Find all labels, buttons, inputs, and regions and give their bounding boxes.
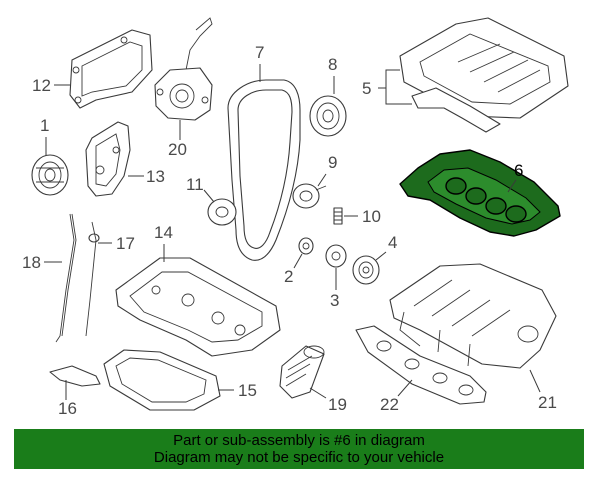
callout-17: 17 (98, 234, 135, 253)
callout-11-label: 11 (186, 175, 204, 194)
callout-19: 19 (309, 387, 347, 414)
crank-sprocket-part (31, 154, 69, 196)
callout-3-label: 3 (330, 291, 339, 310)
engine-parts-diagram: 12 20 1 13 7 (22, 17, 569, 418)
callout-2: 2 (284, 253, 303, 286)
callout-22: 22 (380, 379, 413, 414)
oil-pump-part (154, 17, 213, 121)
oil-pan-upper-part (115, 257, 281, 357)
part-notice-banner: Part or sub-assembly is #6 in diagram Di… (14, 429, 584, 469)
callout-15: 15 (218, 381, 257, 400)
callout-20: 20 (168, 120, 187, 159)
callout-13-label: 13 (146, 167, 165, 186)
timing-belt-part (227, 79, 301, 261)
intake-manifold-part (389, 263, 557, 369)
callout-16-label: 16 (58, 399, 77, 418)
idler-pulley-part (207, 198, 237, 226)
dipstick-tube-part (55, 213, 77, 343)
oil-pump-sprocket-part (352, 255, 380, 285)
callout-3: 3 (330, 268, 339, 310)
intake-manifold-gasket-part (355, 325, 487, 405)
oil-strainer-part (49, 365, 101, 387)
timing-cover-lower-part (85, 121, 131, 197)
callout-4: 4 (375, 233, 397, 261)
callout-9: 9 (317, 153, 337, 187)
cam-sprocket-part (309, 95, 347, 137)
belt-tensioner-part (292, 183, 327, 209)
callout-11: 11 (186, 175, 215, 203)
callout-4-label: 4 (388, 233, 397, 252)
callout-14: 14 (154, 223, 173, 262)
callout-16: 16 (58, 380, 77, 418)
washer-part (325, 244, 347, 268)
callout-6: 6 (507, 161, 523, 193)
callout-12-label: 12 (32, 76, 51, 95)
callout-20-label: 20 (168, 140, 187, 159)
callout-14-label: 14 (154, 223, 173, 242)
callout-19-label: 19 (328, 395, 347, 414)
valve-cover-gasket-part (399, 149, 561, 237)
stud-bolt-part (333, 207, 343, 225)
callout-13: 13 (128, 167, 165, 186)
callout-7: 7 (255, 43, 264, 82)
timing-cover-upper-part (69, 29, 153, 109)
callout-10-label: 10 (362, 207, 381, 226)
callout-8-label: 8 (328, 55, 337, 74)
callout-15-label: 15 (238, 381, 257, 400)
callout-18: 18 (22, 253, 62, 272)
callout-21: 21 (529, 369, 557, 412)
oil-pump-gear-part (298, 237, 314, 255)
notice-line-1: Part or sub-assembly is #6 in diagram (173, 432, 425, 449)
dipstick-part (85, 221, 100, 337)
callout-22-label: 22 (380, 395, 399, 414)
callout-21-label: 21 (538, 393, 557, 412)
callout-2-label: 2 (284, 267, 293, 286)
oil-pan-lower-part (103, 349, 221, 411)
callout-5-label: 5 (362, 79, 371, 98)
callout-7-label: 7 (255, 43, 264, 62)
notice-line-2: Diagram may not be specific to your vehi… (153, 449, 445, 466)
valve-cover-part (399, 17, 569, 133)
oil-filter-part (279, 345, 325, 399)
callout-10: 10 (344, 207, 381, 226)
callout-1: 1 (40, 116, 49, 156)
callout-18-label: 18 (22, 253, 41, 272)
callout-12: 12 (32, 76, 70, 95)
callout-1-label: 1 (40, 116, 49, 135)
callout-8: 8 (328, 55, 337, 94)
callout-9-label: 9 (328, 153, 337, 172)
callout-5: 5 (362, 69, 412, 105)
callout-17-label: 17 (116, 234, 135, 253)
callout-6-label: 6 (514, 161, 523, 180)
